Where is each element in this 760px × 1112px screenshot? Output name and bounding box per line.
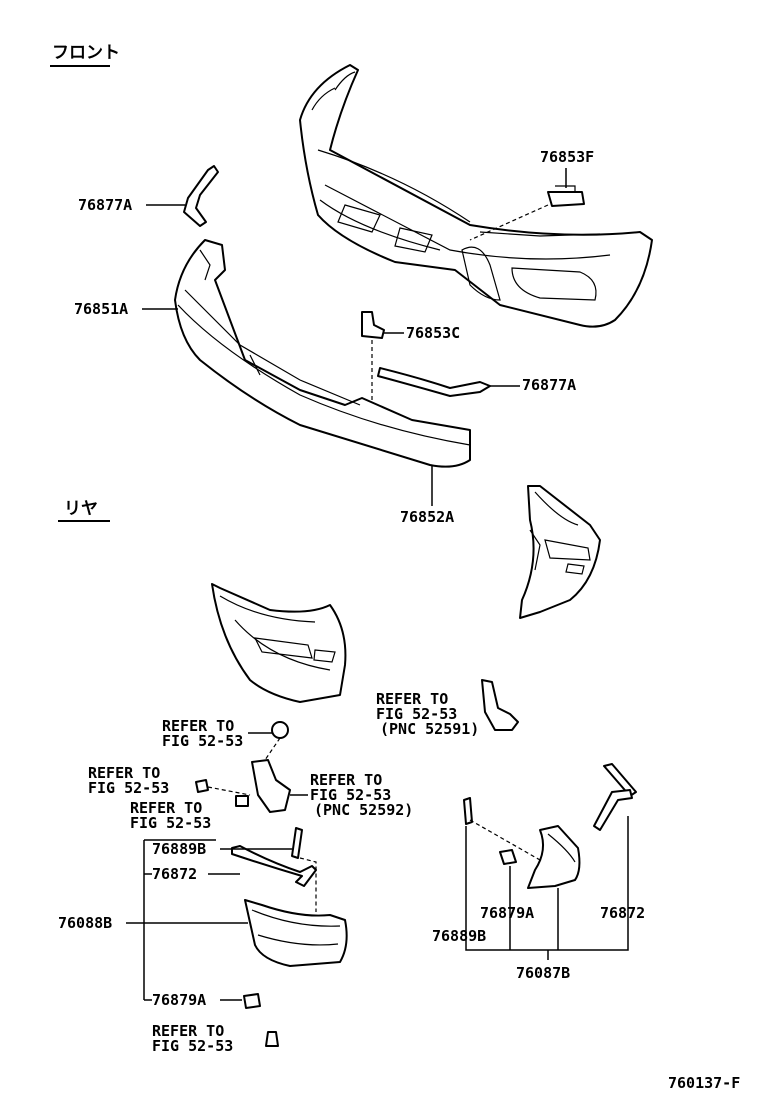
nut-top bbox=[271, 721, 289, 739]
nut-square bbox=[235, 795, 249, 807]
ref1-line2: FIG 52-53 bbox=[376, 705, 457, 723]
label-76879A-left: 76879A bbox=[152, 991, 206, 1009]
bracket-52592 bbox=[251, 759, 291, 813]
clip-76853C bbox=[361, 311, 385, 339]
absorber-76851A bbox=[174, 239, 471, 468]
clip-76879A-left bbox=[243, 993, 261, 1009]
bracket-lines-76087B bbox=[465, 816, 629, 960]
label-76879A-right: 76879A bbox=[480, 904, 534, 922]
label-76087B: 76087B bbox=[516, 964, 570, 982]
label-76877A-mid: 76877A bbox=[522, 376, 576, 394]
figure-code: 760137-F bbox=[668, 1074, 740, 1092]
screw-small bbox=[195, 779, 209, 793]
clip-76889B-right bbox=[463, 797, 473, 825]
wire-76877A-mid bbox=[377, 367, 491, 397]
ref1-line3: (PNC 52591) bbox=[380, 720, 479, 738]
wire-76872-right-end bbox=[603, 763, 637, 797]
mudguard-76088B bbox=[244, 899, 348, 967]
ref5-line1: REFER TO bbox=[130, 799, 202, 817]
dash-screw bbox=[207, 786, 251, 796]
dash-wire-left bbox=[299, 857, 317, 912]
label-76877A-top: 76877A bbox=[78, 196, 132, 214]
screw-bottom bbox=[265, 1031, 279, 1047]
ref1-line1: REFER TO bbox=[376, 690, 448, 708]
label-76853C: 76853C bbox=[406, 324, 460, 342]
ref3-line1: REFER TO bbox=[310, 771, 382, 789]
clip-76879A-right bbox=[499, 849, 517, 865]
ref6-line2: FIG 52-53 bbox=[152, 1037, 233, 1055]
mudguard-76087B bbox=[527, 825, 581, 889]
rear-section-title: リヤ bbox=[64, 499, 98, 519]
ref2-line1: REFER TO bbox=[162, 717, 234, 735]
wire-76872-left bbox=[231, 845, 317, 887]
label-76851A: 76851A bbox=[74, 300, 128, 318]
dash-nut bbox=[264, 737, 281, 761]
ref3-line3: (PNC 52592) bbox=[314, 801, 413, 819]
ref2-line2: FIG 52-53 bbox=[162, 732, 243, 750]
rear-left-corner bbox=[211, 583, 347, 703]
ref6-line1: REFER TO bbox=[152, 1022, 224, 1040]
wire-76872-right bbox=[593, 789, 633, 831]
clip-76889B-left bbox=[291, 827, 303, 859]
front-section-title: フロント bbox=[52, 43, 120, 63]
label-76872-right: 76872 bbox=[600, 904, 645, 922]
ref4-line2: FIG 52-53 bbox=[88, 779, 169, 797]
label-76889B-left: 76889B bbox=[152, 840, 206, 858]
label-76852A: 76852A bbox=[400, 508, 454, 526]
label-76872-left: 76872 bbox=[152, 865, 197, 883]
bracket-52591 bbox=[481, 679, 519, 731]
ref3-line2: FIG 52-53 bbox=[310, 786, 391, 804]
front-bumper-cover bbox=[299, 64, 653, 328]
rear-right-corner bbox=[519, 485, 601, 619]
wire-76877A-top bbox=[183, 165, 219, 227]
dash-76853F bbox=[469, 204, 549, 241]
label-76853F: 76853F bbox=[540, 148, 594, 166]
bracket-lines-76088B bbox=[126, 839, 248, 1001]
ref5-line2: FIG 52-53 bbox=[130, 814, 211, 832]
ref4-line1: REFER TO bbox=[88, 764, 160, 782]
clip-76853F bbox=[547, 185, 585, 207]
label-76889B-right: 76889B bbox=[432, 927, 486, 945]
label-76088B: 76088B bbox=[58, 914, 112, 932]
